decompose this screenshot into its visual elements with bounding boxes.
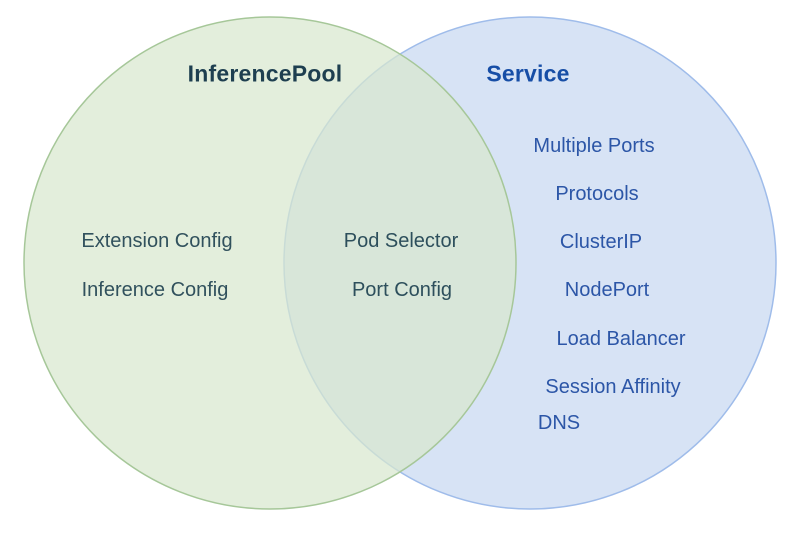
inferencepool-title: InferencePool <box>187 60 343 87</box>
right-item-clusterip: ClusterIP <box>559 231 643 253</box>
right-item-multiple-ports: Multiple Ports <box>533 135 655 157</box>
right-item-protocols: Protocols <box>555 183 639 205</box>
service-title: Service <box>486 60 570 87</box>
inferencepool-circle <box>23 16 517 510</box>
right-item-dns: DNS <box>537 412 581 434</box>
left-item-inference-config: Inference Config <box>81 279 229 301</box>
overlap-item-pod-selector: Pod Selector <box>343 230 459 252</box>
right-item-session-affinity: Session Affinity <box>545 376 681 398</box>
left-item-extension-config: Extension Config <box>81 230 233 252</box>
right-item-load-balancer: Load Balancer <box>556 328 686 350</box>
right-item-nodeport: NodePort <box>564 279 650 301</box>
overlap-item-port-config: Port Config <box>351 279 453 301</box>
